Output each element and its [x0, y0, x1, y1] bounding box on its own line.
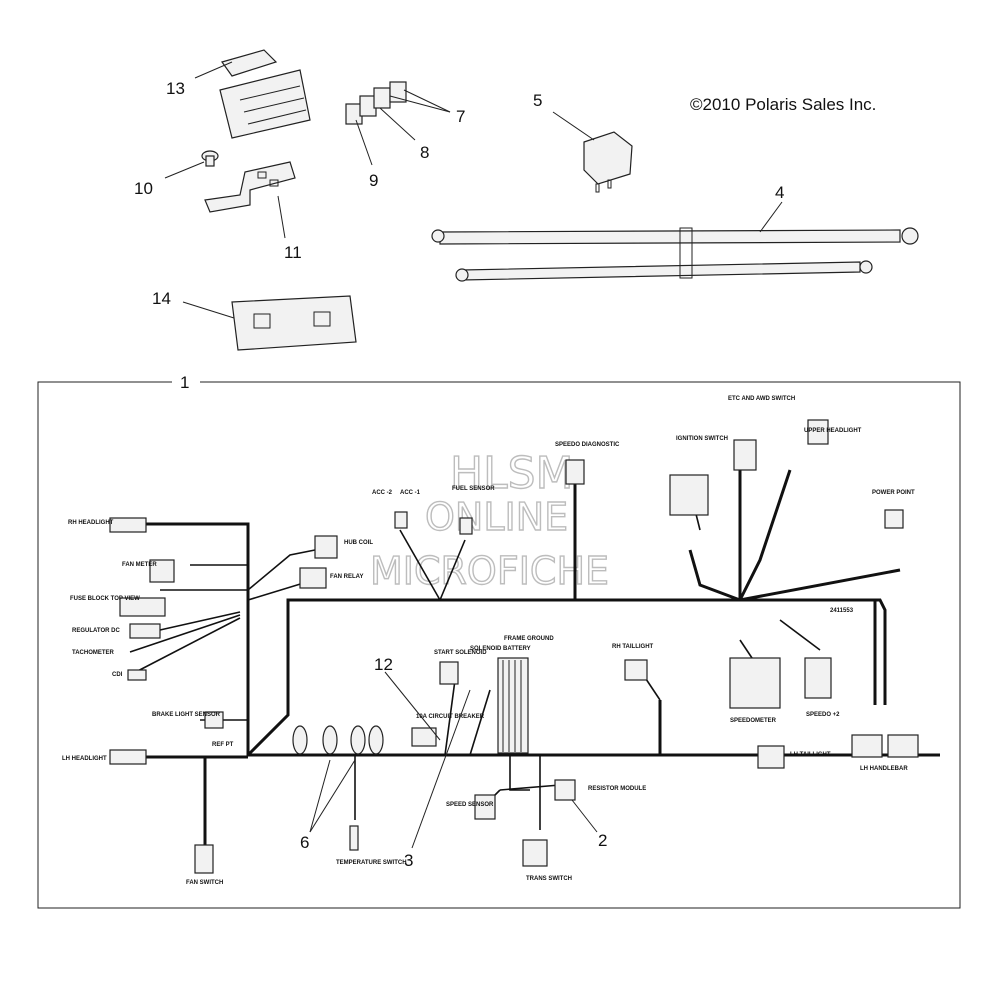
watermark-line2: ONLINE — [425, 495, 568, 539]
label-rh-taillight: RH TAILLIGHT — [612, 644, 654, 650]
label-regulator: REGULATOR DC — [72, 628, 120, 634]
label-drawing-number: 2411553 — [830, 608, 854, 614]
callout-1: 1 — [180, 373, 189, 392]
label-fan-switch: FAN SWITCH — [186, 880, 223, 886]
copyright-text: ©2010 Polaris Sales Inc. — [690, 95, 876, 114]
label-resistor-module: RESISTOR MODULE — [588, 786, 646, 792]
label-circuit-breaker: 10A CIRCUIT BREAKER — [416, 714, 485, 720]
label-acc2: ACC -2 — [372, 490, 393, 496]
part-14-connector-cover[interactable] — [231, 295, 357, 351]
label-fuel-sensor: FUEL SENSOR — [452, 486, 495, 492]
callout-8: 8 — [420, 143, 429, 162]
callout-5: 5 — [533, 91, 542, 110]
label-solenoid-battery: SOLENOID BATTERY — [470, 646, 531, 652]
callout-7: 7 — [456, 107, 465, 126]
callout-9: 9 — [369, 171, 378, 190]
callout-2: 2 — [598, 831, 607, 850]
frame-ground-strap — [497, 657, 529, 754]
part-4-battery-cables[interactable] — [431, 227, 919, 282]
label-ref-pt: REF PT — [212, 742, 234, 748]
label-tachometer: TACHOMETER — [72, 650, 115, 656]
callout-14: 14 — [152, 289, 171, 308]
label-speedo2: SPEEDO +2 — [806, 712, 840, 718]
label-speedo-diag: SPEEDO DIAGNOSTIC — [555, 442, 620, 448]
part-13-fuse-box-cover[interactable] — [219, 49, 311, 139]
part-10-bolt[interactable] — [201, 150, 219, 167]
label-trans-switch: TRANS SWITCH — [526, 876, 572, 882]
part-11-bracket[interactable] — [204, 161, 296, 213]
label-hub-coil: HUB COIL — [344, 540, 373, 546]
label-power-point: POWER POINT — [872, 490, 915, 496]
label-fuse-block: FUSE BLOCK TOP VIEW — [70, 596, 140, 602]
watermark-line1: HLSM — [450, 448, 574, 499]
callout-10: 10 — [134, 179, 153, 198]
label-lh-handlebar: LH HANDLEBAR — [860, 766, 908, 772]
callout-6: 6 — [300, 833, 309, 852]
label-etc-switch: ETC AND AWD SWITCH — [728, 396, 795, 402]
callout-11: 11 — [284, 243, 302, 262]
label-speed-sensor: SPEED SENSOR — [446, 802, 494, 808]
label-fan-relay: FAN RELAY — [330, 574, 363, 580]
label-acc1: ACC -1 — [400, 490, 421, 496]
connectors — [109, 419, 919, 874]
watermark-line3: MICROFICHE — [370, 549, 609, 593]
part-5-relay[interactable] — [583, 131, 633, 193]
label-start-solenoid: START SOLENOID — [434, 650, 487, 656]
label-upper-headlight: UPPER HEADLIGHT — [804, 428, 862, 434]
label-brake-light: BRAKE LIGHT SENSOR — [152, 712, 221, 718]
label-cdi: CDI — [112, 672, 123, 678]
wiring-harness — [129, 469, 940, 845]
label-temp-switch: TEMPERATURE SWITCH — [336, 860, 407, 866]
callout-12: 12 — [374, 655, 393, 674]
callout-13: 13 — [166, 79, 185, 98]
label-frame-ground: FRAME GROUND — [504, 636, 554, 642]
label-rh-headlight: RH HEADLIGHT — [68, 520, 114, 526]
part-7-8-9-fuses[interactable] — [345, 81, 407, 125]
label-lh-taillight: LH TAILLIGHT — [790, 752, 831, 758]
label-lh-headlight: LH HEADLIGHT — [62, 756, 107, 762]
callout-4: 4 — [775, 183, 784, 202]
label-fan-meter: FAN METER — [122, 562, 157, 568]
callout-3: 3 — [404, 851, 413, 870]
label-speedometer: SPEEDOMETER — [730, 718, 777, 724]
label-ignition-switch: IGNITION SWITCH — [676, 436, 728, 442]
component-labels: RH HEADLIGHT LH HEADLIGHT FAN METER FUSE… — [62, 396, 915, 886]
